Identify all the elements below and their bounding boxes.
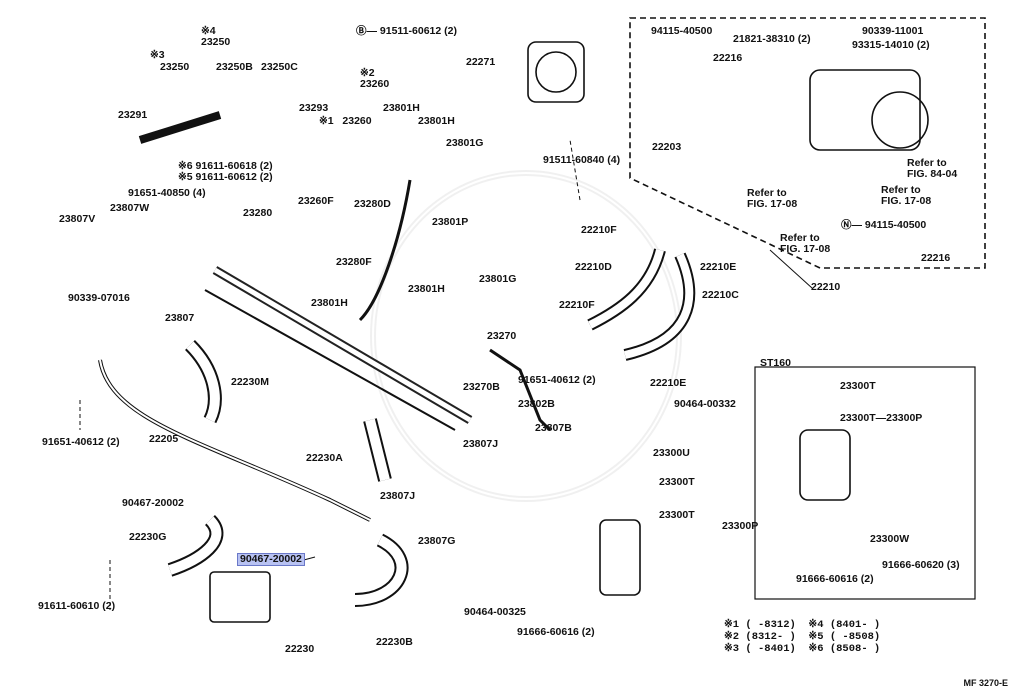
part-label-23260F[interactable]: 23260F bbox=[298, 195, 334, 207]
part-label-22230A[interactable]: 22230A bbox=[306, 452, 343, 464]
part-label-refer-17-08-c[interactable]: Refer to FIG. 17-08 bbox=[780, 232, 831, 255]
part-label-90464-00332[interactable]: 90464-00332 bbox=[674, 398, 736, 410]
part-label-23802B[interactable]: 23802B bbox=[518, 398, 555, 410]
part-label-94115-40500-b[interactable]: Ⓝ— 94115-40500 bbox=[841, 219, 927, 231]
st160-box bbox=[754, 366, 976, 600]
part-label-23270B[interactable]: 23270B bbox=[463, 381, 500, 393]
part-label-refer-17-08-b[interactable]: Refer to FIG. 17-08 bbox=[881, 184, 932, 207]
part-label-23801G-a[interactable]: 23801G bbox=[446, 137, 484, 149]
part-label-23300T-c[interactable]: 23300T bbox=[659, 476, 695, 488]
part-label-90467-20002-a[interactable]: 90467-20002 bbox=[122, 497, 184, 509]
part-label-23807W[interactable]: 23807W bbox=[110, 202, 150, 214]
part-label-22210C[interactable]: 22210C bbox=[702, 289, 739, 301]
part-label-23293[interactable]: 23293 bbox=[299, 102, 329, 114]
part-label-23807[interactable]: 23807 bbox=[165, 312, 195, 324]
part-label-23300T-d[interactable]: 23300T bbox=[659, 509, 695, 521]
part-label-23250C[interactable]: 23250C bbox=[261, 61, 298, 73]
part-label-22230[interactable]: 22230 bbox=[285, 643, 315, 655]
part-label-refer-84-04[interactable]: Refer to FIG. 84-04 bbox=[907, 157, 958, 180]
part-label-23250-n4[interactable]: ※4 23250 bbox=[201, 25, 231, 48]
part-label-91666-60616-a[interactable]: 91666-60616 (2) bbox=[517, 626, 595, 638]
part-label-91611-60612[interactable]: ※5 91611-60612 (2) bbox=[178, 171, 273, 183]
part-label-22210F-a[interactable]: 22210F bbox=[581, 224, 617, 236]
part-label-23801H-c[interactable]: 23801H bbox=[408, 283, 445, 295]
part-label-refer-17-08-a[interactable]: Refer to FIG. 17-08 bbox=[747, 187, 798, 210]
part-label-22216-b[interactable]: 22216 bbox=[921, 252, 951, 264]
part-label-91651-40612-a[interactable]: 91651-40612 (2) bbox=[518, 374, 596, 386]
part-label-23250B[interactable]: 23250B bbox=[216, 61, 253, 73]
part-label-91666-60616-b[interactable]: 91666-60616 (2) bbox=[796, 573, 874, 585]
watermark-seal bbox=[370, 170, 682, 502]
part-label-23801H-b[interactable]: 23801H bbox=[418, 115, 455, 127]
part-label-23280[interactable]: 23280 bbox=[243, 207, 273, 219]
part-label-23260-n2[interactable]: ※2 23260 bbox=[360, 67, 390, 90]
throttle-group-box bbox=[629, 17, 986, 269]
part-label-22230G[interactable]: 22230G bbox=[129, 531, 167, 543]
part-label-ST160[interactable]: ST160 bbox=[760, 357, 791, 369]
part-label-23801H-a[interactable]: 23801H bbox=[383, 102, 420, 114]
part-label-23291[interactable]: 23291 bbox=[118, 109, 148, 121]
part-label-23807J-b[interactable]: 23807J bbox=[380, 490, 416, 502]
part-label-91651-40850[interactable]: 91651-40850 (4) bbox=[128, 187, 206, 199]
part-label-22230B[interactable]: 22230B bbox=[376, 636, 413, 648]
part-label-23280D[interactable]: 23280D bbox=[354, 198, 391, 210]
part-label-23807B[interactable]: 23807B bbox=[535, 422, 572, 434]
part-label-91651-40612-b[interactable]: 91651-40612 (2) bbox=[42, 436, 120, 448]
part-label-23300T-b[interactable]: 23300T—23300P bbox=[840, 412, 923, 424]
legend-row: ※3 ( -8401) ※6 (8508- ) bbox=[724, 643, 881, 655]
part-label-23300T-a[interactable]: 23300T bbox=[840, 380, 876, 392]
part-label-22210D[interactable]: 22210D bbox=[575, 261, 612, 273]
part-label-91511-60840[interactable]: 91511-60840 (4) bbox=[543, 154, 621, 166]
part-label-22210E-b[interactable]: 22210E bbox=[650, 377, 687, 389]
date-legend: ※1 ( -8312) ※4 (8401- ) ※2 (8312- ) ※5 (… bbox=[724, 619, 944, 655]
part-label-22210E-a[interactable]: 22210E bbox=[700, 261, 737, 273]
part-label-22205[interactable]: 22205 bbox=[149, 433, 179, 445]
legend-row: ※1 ( -8312) ※4 (8401- ) bbox=[724, 619, 881, 631]
part-label-n1-23260[interactable]: ※1 23260 bbox=[319, 115, 372, 127]
part-label-23801G-b[interactable]: 23801G bbox=[479, 273, 517, 285]
part-label-23807J[interactable]: 23807J bbox=[463, 438, 499, 450]
part-label-22271[interactable]: 22271 bbox=[466, 56, 496, 68]
part-label-22210F-b[interactable]: 22210F bbox=[559, 299, 595, 311]
part-label-91611-60610[interactable]: 91611-60610 (2) bbox=[38, 600, 116, 612]
part-label-n3[interactable]: ※3 bbox=[150, 49, 165, 61]
part-label-90467-20002-b[interactable]: 90467-20002 bbox=[237, 553, 305, 566]
part-label-91611-60618[interactable]: ※6 91611-60618 (2) bbox=[178, 160, 273, 172]
part-label-22210[interactable]: 22210 bbox=[811, 281, 841, 293]
part-label-90339-11001[interactable]: 90339-11001 bbox=[862, 25, 924, 37]
part-label-23801P[interactable]: 23801P bbox=[432, 216, 469, 228]
part-label-23250[interactable]: 23250 bbox=[160, 61, 190, 73]
part-label-93315-14010[interactable]: 93315-14010 (2) bbox=[852, 39, 930, 51]
part-label-23807V[interactable]: 23807V bbox=[59, 213, 96, 225]
part-label-23280F[interactable]: 23280F bbox=[336, 256, 372, 268]
part-label-91511-60612[interactable]: Ⓑ— 91511-60612 (2) bbox=[356, 25, 457, 37]
part-label-21821-38310[interactable]: 21821-38310 (2) bbox=[733, 33, 811, 45]
part-label-23801H-d[interactable]: 23801H bbox=[311, 297, 348, 309]
part-label-23270[interactable]: 23270 bbox=[487, 330, 517, 342]
part-label-22203[interactable]: 22203 bbox=[652, 141, 682, 153]
figure-reference: MF 3270-E bbox=[963, 678, 1008, 688]
part-label-23300P[interactable]: 23300P bbox=[722, 520, 759, 532]
part-label-90464-00325[interactable]: 90464-00325 bbox=[464, 606, 526, 618]
part-label-22216-a[interactable]: 22216 bbox=[713, 52, 743, 64]
part-label-23807G[interactable]: 23807G bbox=[418, 535, 456, 547]
part-label-23300W[interactable]: 23300W bbox=[870, 533, 910, 545]
part-label-94115-40500-a[interactable]: 94115-40500 bbox=[651, 25, 713, 37]
legend-row: ※2 (8312- ) ※5 ( -8508) bbox=[724, 631, 881, 643]
part-label-90339-07016[interactable]: 90339-07016 bbox=[68, 292, 130, 304]
part-label-22230M[interactable]: 22230M bbox=[231, 376, 269, 388]
part-label-91666-60620[interactable]: 91666-60620 (3) bbox=[882, 559, 960, 571]
part-label-23300U[interactable]: 23300U bbox=[653, 447, 690, 459]
